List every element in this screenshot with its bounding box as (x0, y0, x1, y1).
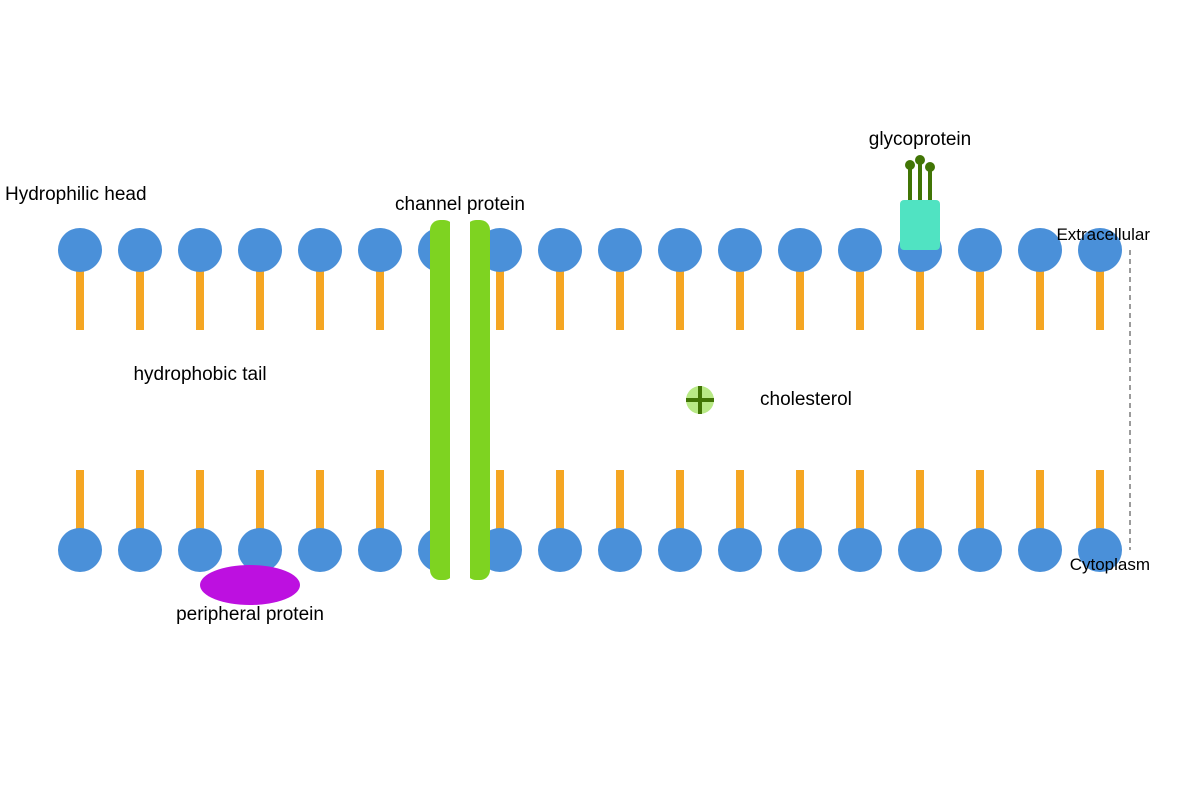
hydrophobic-tail (736, 250, 744, 330)
hydrophilic-head (178, 528, 222, 572)
peripheral-protein (200, 565, 300, 605)
hydrophilic-head (658, 528, 702, 572)
hydrophilic-head-label: Hydrophilic head (5, 184, 147, 205)
hydrophilic-head (838, 228, 882, 272)
hydrophobic-tail (616, 250, 624, 330)
hydrophilic-head (958, 528, 1002, 572)
peripheral-protein-label: peripheral protein (176, 604, 324, 625)
glycoprotein-label: glycoprotein (869, 129, 971, 150)
hydrophilic-head (658, 228, 702, 272)
hydrophilic-head (958, 228, 1002, 272)
outer-leaflet-tails (76, 250, 1104, 330)
glycan-end (905, 160, 915, 170)
hydrophobic-tail (796, 470, 804, 550)
hydrophobic-tail (916, 470, 924, 550)
hydrophilic-head (238, 528, 282, 572)
hydrophobic-tail (376, 250, 384, 330)
hydrophilic-head (118, 228, 162, 272)
hydrophobic-tail (76, 470, 84, 550)
hydrophilic-head (538, 228, 582, 272)
hydrophilic-head (58, 528, 102, 572)
hydrophilic-head (838, 528, 882, 572)
hydrophobic-tail (676, 470, 684, 550)
hydrophilic-head (298, 528, 342, 572)
channel-protein (430, 216, 490, 584)
hydrophobic-tail (556, 470, 564, 550)
hydrophilic-head (298, 228, 342, 272)
hydrophilic-head (538, 528, 582, 572)
hydrophilic-head (898, 528, 942, 572)
hydrophilic-head (1018, 528, 1062, 572)
channel-protein-right-subunit (466, 220, 490, 580)
channel-protein-left-subunit (430, 220, 454, 580)
hydrophilic-head (718, 228, 762, 272)
hydrophilic-head (358, 528, 402, 572)
channel-pore (450, 216, 470, 584)
glycoprotein (900, 155, 940, 250)
cytoplasm-label: Cytoplasm (1070, 555, 1150, 574)
hydrophilic-head (778, 228, 822, 272)
hydrophilic-head (118, 528, 162, 572)
hydrophobic-tail (616, 470, 624, 550)
hydrophilic-head (1078, 528, 1122, 572)
hydrophobic-tail (196, 470, 204, 550)
hydrophobic-tail (76, 250, 84, 330)
hydrophobic-tail (856, 250, 864, 330)
hydrophilic-head (58, 228, 102, 272)
glycan-end (925, 162, 935, 172)
outer-leaflet-heads (58, 228, 1122, 272)
hydrophobic-tail (1036, 470, 1044, 550)
hydrophilic-head (1078, 228, 1122, 272)
hydrophobic-tail (1036, 250, 1044, 330)
inner-leaflet-heads (58, 528, 1122, 572)
hydrophobic-tail-label: hydrophobic tail (133, 364, 266, 385)
hydrophilic-head (718, 528, 762, 572)
hydrophilic-head (238, 228, 282, 272)
hydrophilic-head (598, 228, 642, 272)
hydrophobic-tail (196, 250, 204, 330)
hydrophobic-tail (316, 250, 324, 330)
glycoprotein-body (900, 200, 940, 250)
cholesterol-molecule (686, 386, 714, 414)
hydrophobic-tail (736, 470, 744, 550)
hydrophilic-head (778, 528, 822, 572)
hydrophobic-tail (376, 470, 384, 550)
hydrophobic-tail (316, 470, 324, 550)
hydrophobic-tail (856, 470, 864, 550)
hydrophobic-tail (496, 250, 504, 330)
hydrophobic-tail (1096, 250, 1104, 330)
hydrophobic-tail (796, 250, 804, 330)
hydrophobic-tail (256, 470, 264, 550)
hydrophilic-head (598, 528, 642, 572)
hydrophobic-tail (556, 250, 564, 330)
inner-leaflet-tails (76, 470, 1104, 550)
hydrophilic-head (1018, 228, 1062, 272)
hydrophobic-tail (136, 470, 144, 550)
hydrophobic-tail (676, 250, 684, 330)
hydrophobic-tail (496, 470, 504, 550)
hydrophobic-tail (916, 250, 924, 330)
hydrophobic-tail (136, 250, 144, 330)
hydrophilic-head (358, 228, 402, 272)
cholesterol-label: cholesterol (760, 389, 852, 410)
channel-protein-label: channel protein (395, 194, 525, 215)
hydrophobic-tail (976, 250, 984, 330)
hydrophobic-tail (1096, 470, 1104, 550)
hydrophobic-tail (256, 250, 264, 330)
glycan-end (915, 155, 925, 165)
hydrophobic-tail (976, 470, 984, 550)
extracellular-label: Extracellular (1056, 225, 1150, 244)
hydrophilic-head (178, 228, 222, 272)
